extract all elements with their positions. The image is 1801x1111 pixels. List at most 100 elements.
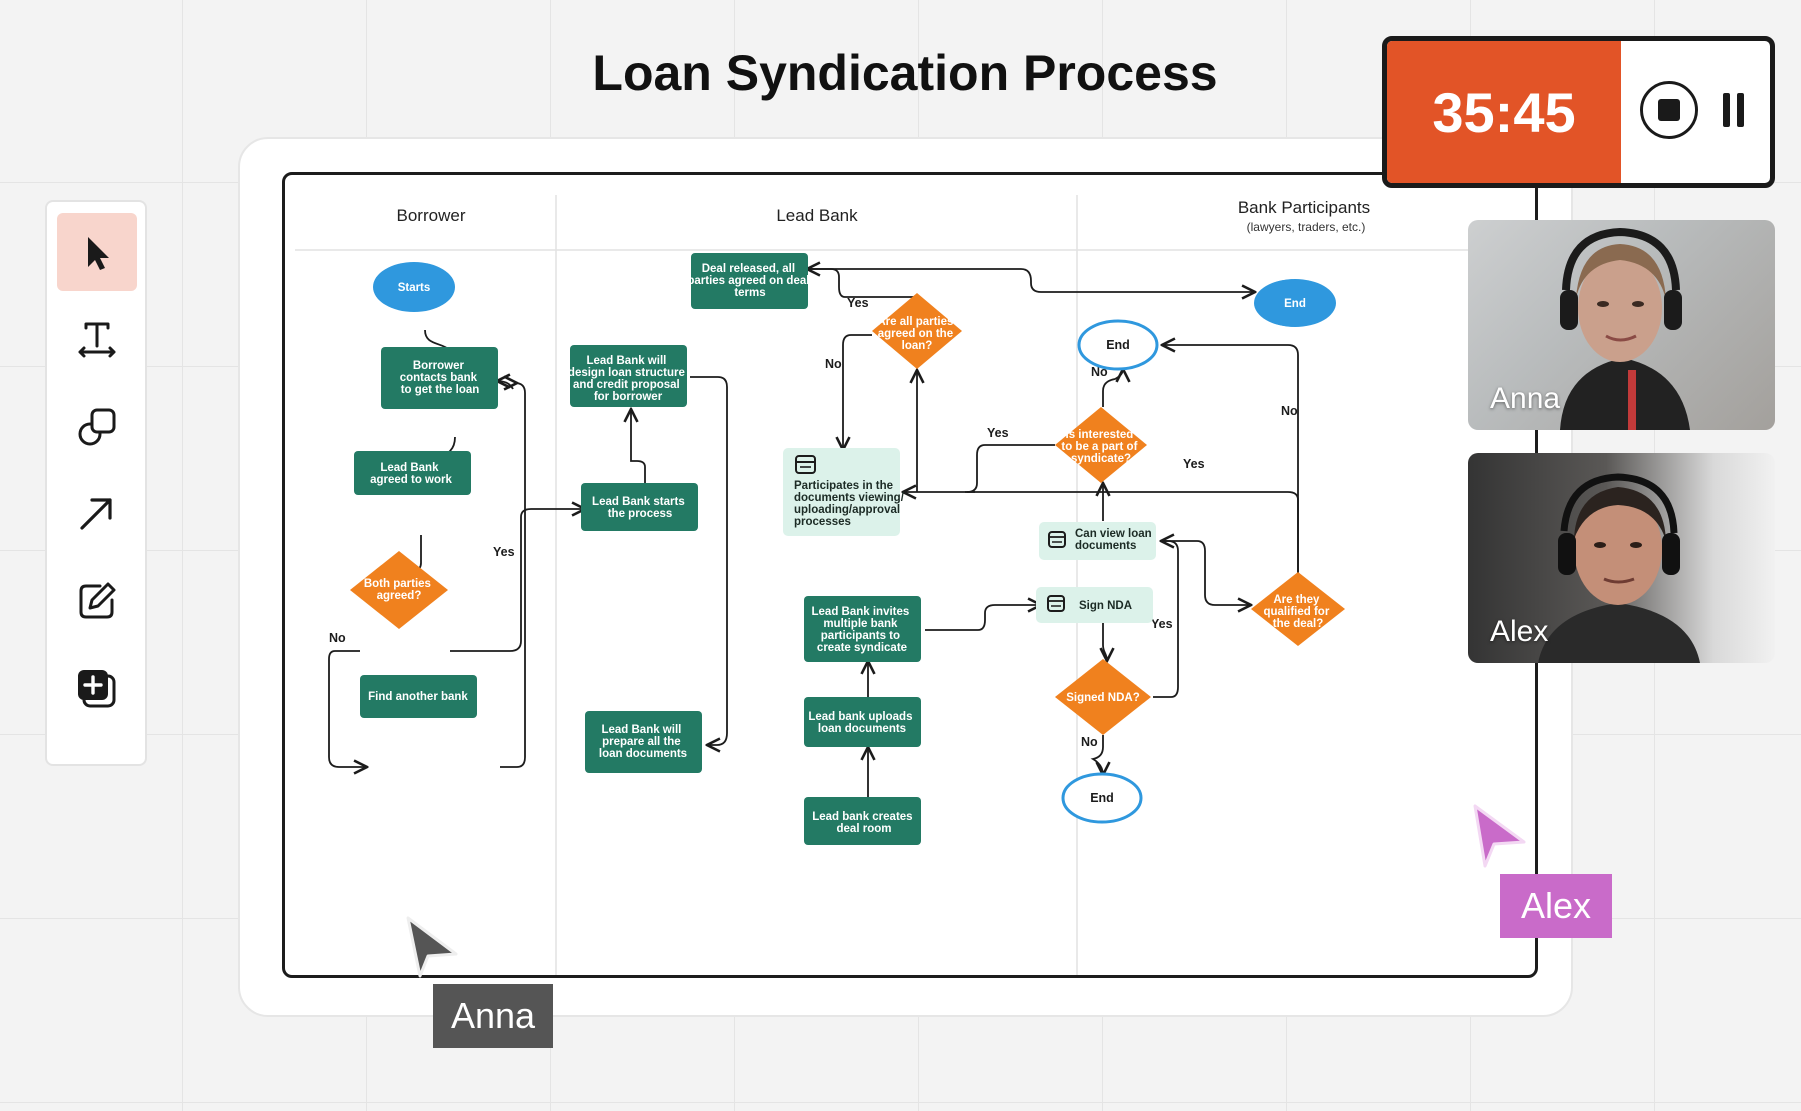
svg-text:Can view loan documents: Can view loan documents [1075, 528, 1155, 552]
edge-qualified-yes [965, 491, 1299, 575]
add-frame-icon [78, 670, 116, 708]
node-creates-deal-room[interactable]: Lead bank creates deal room [804, 797, 921, 845]
edge-qualified-no [1162, 345, 1299, 575]
edge-label-no: No [1081, 735, 1098, 749]
svg-text:Both parties agreed?: Both parties agreed? [364, 578, 434, 602]
svg-text:Lead Bank starts the pro: Lead Bank starts the process [592, 496, 688, 520]
svg-text:Signed NDA?: Signed NDA? [1066, 692, 1139, 704]
node-invites-bank-participants[interactable]: Lead Bank invites multiple bank particip… [804, 596, 921, 662]
edge-interested-yes [966, 444, 1055, 493]
add-frame-tool-button[interactable] [57, 650, 137, 728]
edge-both-yes [450, 509, 585, 652]
timer-display: 35:45 [1387, 41, 1621, 183]
edge-label-yes: Yes [847, 296, 869, 310]
shapes-tool-button[interactable] [57, 388, 137, 466]
participant-video-anna [1560, 227, 1690, 430]
toolbar [45, 200, 147, 766]
lane-header-bank-participants: Bank Participants [1238, 198, 1370, 217]
start-node[interactable]: Starts [373, 262, 455, 312]
decision-qualified-for-deal[interactable]: Are they qualified for the deal? [1251, 572, 1345, 646]
pause-icon [1723, 93, 1730, 127]
edit-tool-button[interactable] [57, 562, 137, 640]
end-node-bottom[interactable]: End [1061, 772, 1143, 824]
edge-label-yes: Yes [1183, 457, 1205, 471]
pause-timer-button[interactable] [1723, 93, 1747, 127]
svg-text:Deal released, all parti: Deal released, all parties agreed on dea… [687, 263, 812, 299]
end-node-top[interactable]: End [1254, 279, 1336, 327]
edge-label-yes: Yes [987, 426, 1009, 440]
stop-timer-button[interactable] [1640, 81, 1698, 139]
select-tool-button[interactable] [57, 213, 137, 291]
video-name-anna: Anna [1490, 382, 1561, 415]
video-name-alex: Alex [1490, 615, 1549, 648]
flowchart-frame[interactable]: Borrower Lead Bank Bank Participants (la… [282, 172, 1538, 978]
anna-cursor-icon [406, 916, 458, 978]
svg-text:Starts: Starts [398, 282, 431, 294]
svg-text:Are they qualified for: Are they qualified for the deal? [1263, 594, 1332, 630]
edge-loop-arrowhead [497, 381, 514, 390]
svg-text:End: End [1106, 338, 1130, 352]
decision-signed-nda[interactable]: Signed NDA? [1055, 659, 1151, 735]
arrow-icon [80, 498, 112, 530]
node-participates-documents[interactable]: Participates in the documents viewing/ u… [783, 448, 907, 536]
svg-text:Lead Bank will prepare a: Lead Bank will prepare all the loan docu… [599, 724, 687, 760]
cursor-label-anna: Anna [433, 984, 553, 1048]
stop-icon [1658, 99, 1680, 121]
node-lead-bank-agreed[interactable]: Lead Bank agreed to work [354, 451, 471, 495]
edge-all-agreed-yes [807, 269, 917, 298]
pause-icon [1737, 93, 1744, 127]
edge-label-yes: Yes [493, 545, 515, 559]
node-deal-released[interactable]: Deal released, all parties agreed on dea… [687, 253, 812, 309]
text-tool-button[interactable] [57, 300, 137, 378]
select-icon [88, 237, 109, 270]
svg-text:Are all parties agreed o: Are all parties agreed on the loan? [877, 316, 956, 352]
edge-signed-no [1090, 735, 1103, 775]
node-find-another-bank[interactable]: Find another bank [360, 675, 477, 718]
video-tile-alex[interactable]: Alex [1468, 453, 1775, 663]
end-node-middle[interactable]: End [1077, 319, 1159, 371]
edge-label-yes: Yes [1151, 617, 1173, 631]
document-icon [1047, 595, 1065, 612]
decision-interested-in-syndicate[interactable]: Is interested to be a part of syndicate? [1055, 407, 1147, 483]
node-borrower-contacts-bank[interactable]: Borrower contacts bank to get the loan [381, 347, 498, 409]
edge-released-to-end [807, 268, 1255, 292]
flowchart-diagram: Borrower Lead Bank Bank Participants (la… [295, 195, 1535, 975]
lane-header-lead-bank: Lead Bank [776, 206, 858, 225]
edit-icon [79, 582, 116, 619]
node-uploads-loan-documents[interactable]: Lead bank uploads loan documents [804, 697, 921, 747]
edge-label-no: No [825, 357, 842, 371]
edge-design-to-prepare [690, 376, 728, 745]
edge-process-to-design [631, 409, 646, 487]
svg-text:Sign NDA: Sign NDA [1079, 600, 1132, 612]
edge-invites-to-nda [925, 605, 1041, 631]
arrow-tool-button[interactable] [57, 474, 137, 552]
lane-subheader-participants: (lawyers, traders, etc.) [1247, 220, 1366, 234]
edge-interested-no [1102, 369, 1123, 407]
decision-both-parties-agreed[interactable]: Both parties agreed? [350, 551, 448, 629]
node-sign-nda[interactable]: Sign NDA [1036, 587, 1153, 623]
session-timer: 35:45 [1382, 36, 1775, 188]
svg-text:Lead Bank agreed to work: Lead Bank agreed to work [370, 462, 452, 486]
svg-text:End: End [1284, 298, 1306, 310]
video-tile-anna[interactable]: Anna [1468, 220, 1775, 430]
edge-all-agreed-no [843, 334, 872, 450]
page-title: Loan Syndication Process [592, 45, 1218, 101]
node-design-loan-structure[interactable]: Lead Bank will design loan structure and… [568, 345, 688, 407]
edge-find-another-loop [500, 383, 526, 768]
svg-text:Lead bank uploads loan d: Lead bank uploads loan documents [808, 711, 915, 735]
decision-all-parties-agreed[interactable]: Are all parties agreed on the loan? [872, 293, 962, 369]
node-prepare-loan-documents[interactable]: Lead Bank will prepare all the loan docu… [585, 711, 702, 773]
document-icon [795, 455, 816, 474]
svg-text:Borrower contacts bank: Borrower contacts bank to get the loan [400, 360, 481, 396]
svg-text:Lead Bank invites multip: Lead Bank invites multiple bank particip… [812, 606, 913, 654]
svg-text:Find another bank: Find another bank [368, 691, 468, 703]
cursor-label-alex: Alex [1500, 874, 1612, 938]
participant-video-alex [1538, 473, 1700, 663]
node-lead-bank-starts-process[interactable]: Lead Bank starts the process [581, 483, 698, 531]
lane-header-borrower: Borrower [397, 206, 466, 225]
node-can-view-loan-documents[interactable]: Can view loan documents [1039, 522, 1156, 560]
edge-label-no: No [329, 631, 346, 645]
alex-cursor-icon [1473, 804, 1526, 868]
svg-text:Lead Bank will design lo: Lead Bank will design loan structure and… [568, 355, 688, 403]
edge-both-no [328, 650, 367, 767]
